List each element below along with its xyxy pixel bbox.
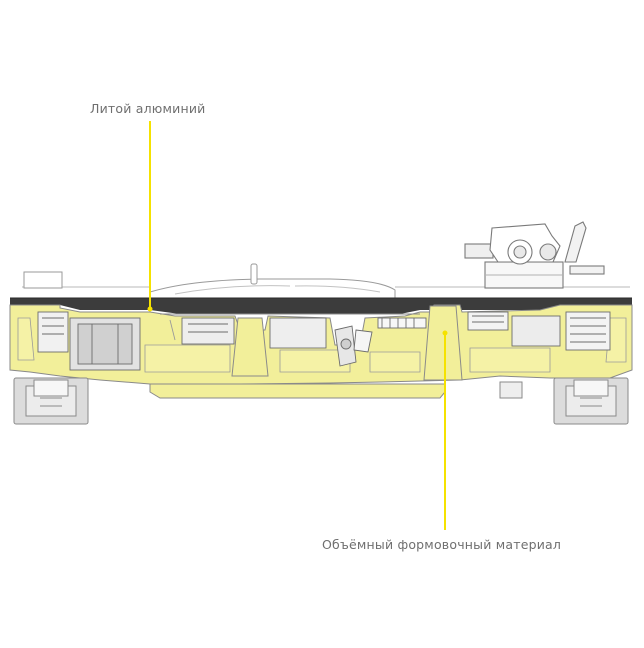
label-foam-material: Объёмный формовочный материал <box>322 537 562 552</box>
label-cast-aluminium: Литой алюминий <box>90 101 206 116</box>
tonearm <box>464 221 605 289</box>
callout-leader-aluminium <box>147 121 153 312</box>
platter <box>149 278 396 298</box>
rear-connector <box>499 381 523 399</box>
power-switch-housing <box>23 271 63 289</box>
spindle <box>250 263 258 285</box>
callout-leader-foam <box>442 330 448 530</box>
right-foot <box>553 377 629 425</box>
internal-mechanics <box>37 311 611 371</box>
left-foot <box>13 377 89 425</box>
aluminium-deck <box>10 297 632 314</box>
